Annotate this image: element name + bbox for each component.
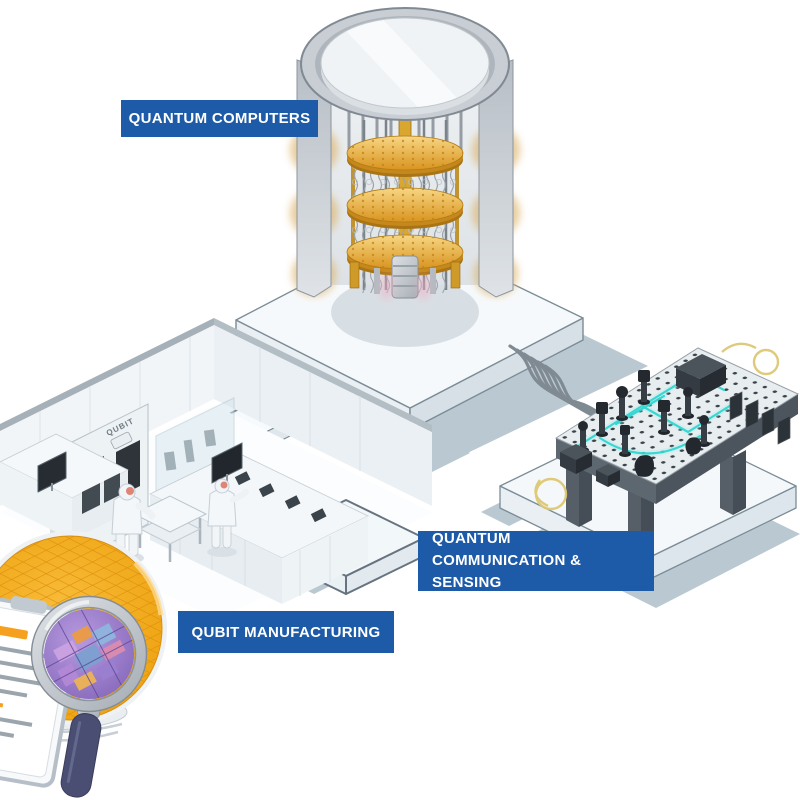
label-qubit-manufacturing: QUBIT MANUFACTURING <box>178 611 394 653</box>
chandelier <box>346 100 464 299</box>
cleanroom: QUBIT <box>0 318 432 620</box>
label-quantum-communication-sensing: QUANTUM COMMUNICATION & SENSING <box>418 530 654 591</box>
magnified-chip <box>44 609 134 699</box>
cryostat-ground-shadow <box>331 277 479 347</box>
cryostat-lid <box>300 7 510 121</box>
glass-partition <box>155 397 235 499</box>
monitor <box>37 451 67 493</box>
bench-instruments <box>234 471 327 523</box>
component-cubes <box>560 444 620 487</box>
table-hole-grid <box>556 348 798 484</box>
beam-dumps <box>634 437 701 477</box>
lab-cart <box>132 495 208 562</box>
quantum-computer-cryostat <box>290 7 520 299</box>
gold-plates <box>346 135 464 276</box>
optical-table <box>534 342 800 553</box>
label-quantum-computers: QUANTUM COMPUTERS <box>121 100 318 137</box>
fiber-loops <box>534 342 780 511</box>
optical-components <box>560 354 791 487</box>
magnifying-glass <box>30 595 148 798</box>
detector-row <box>729 391 791 445</box>
left-bench <box>0 433 129 540</box>
cleanroom-worker <box>207 478 249 557</box>
laser-box <box>676 354 726 397</box>
